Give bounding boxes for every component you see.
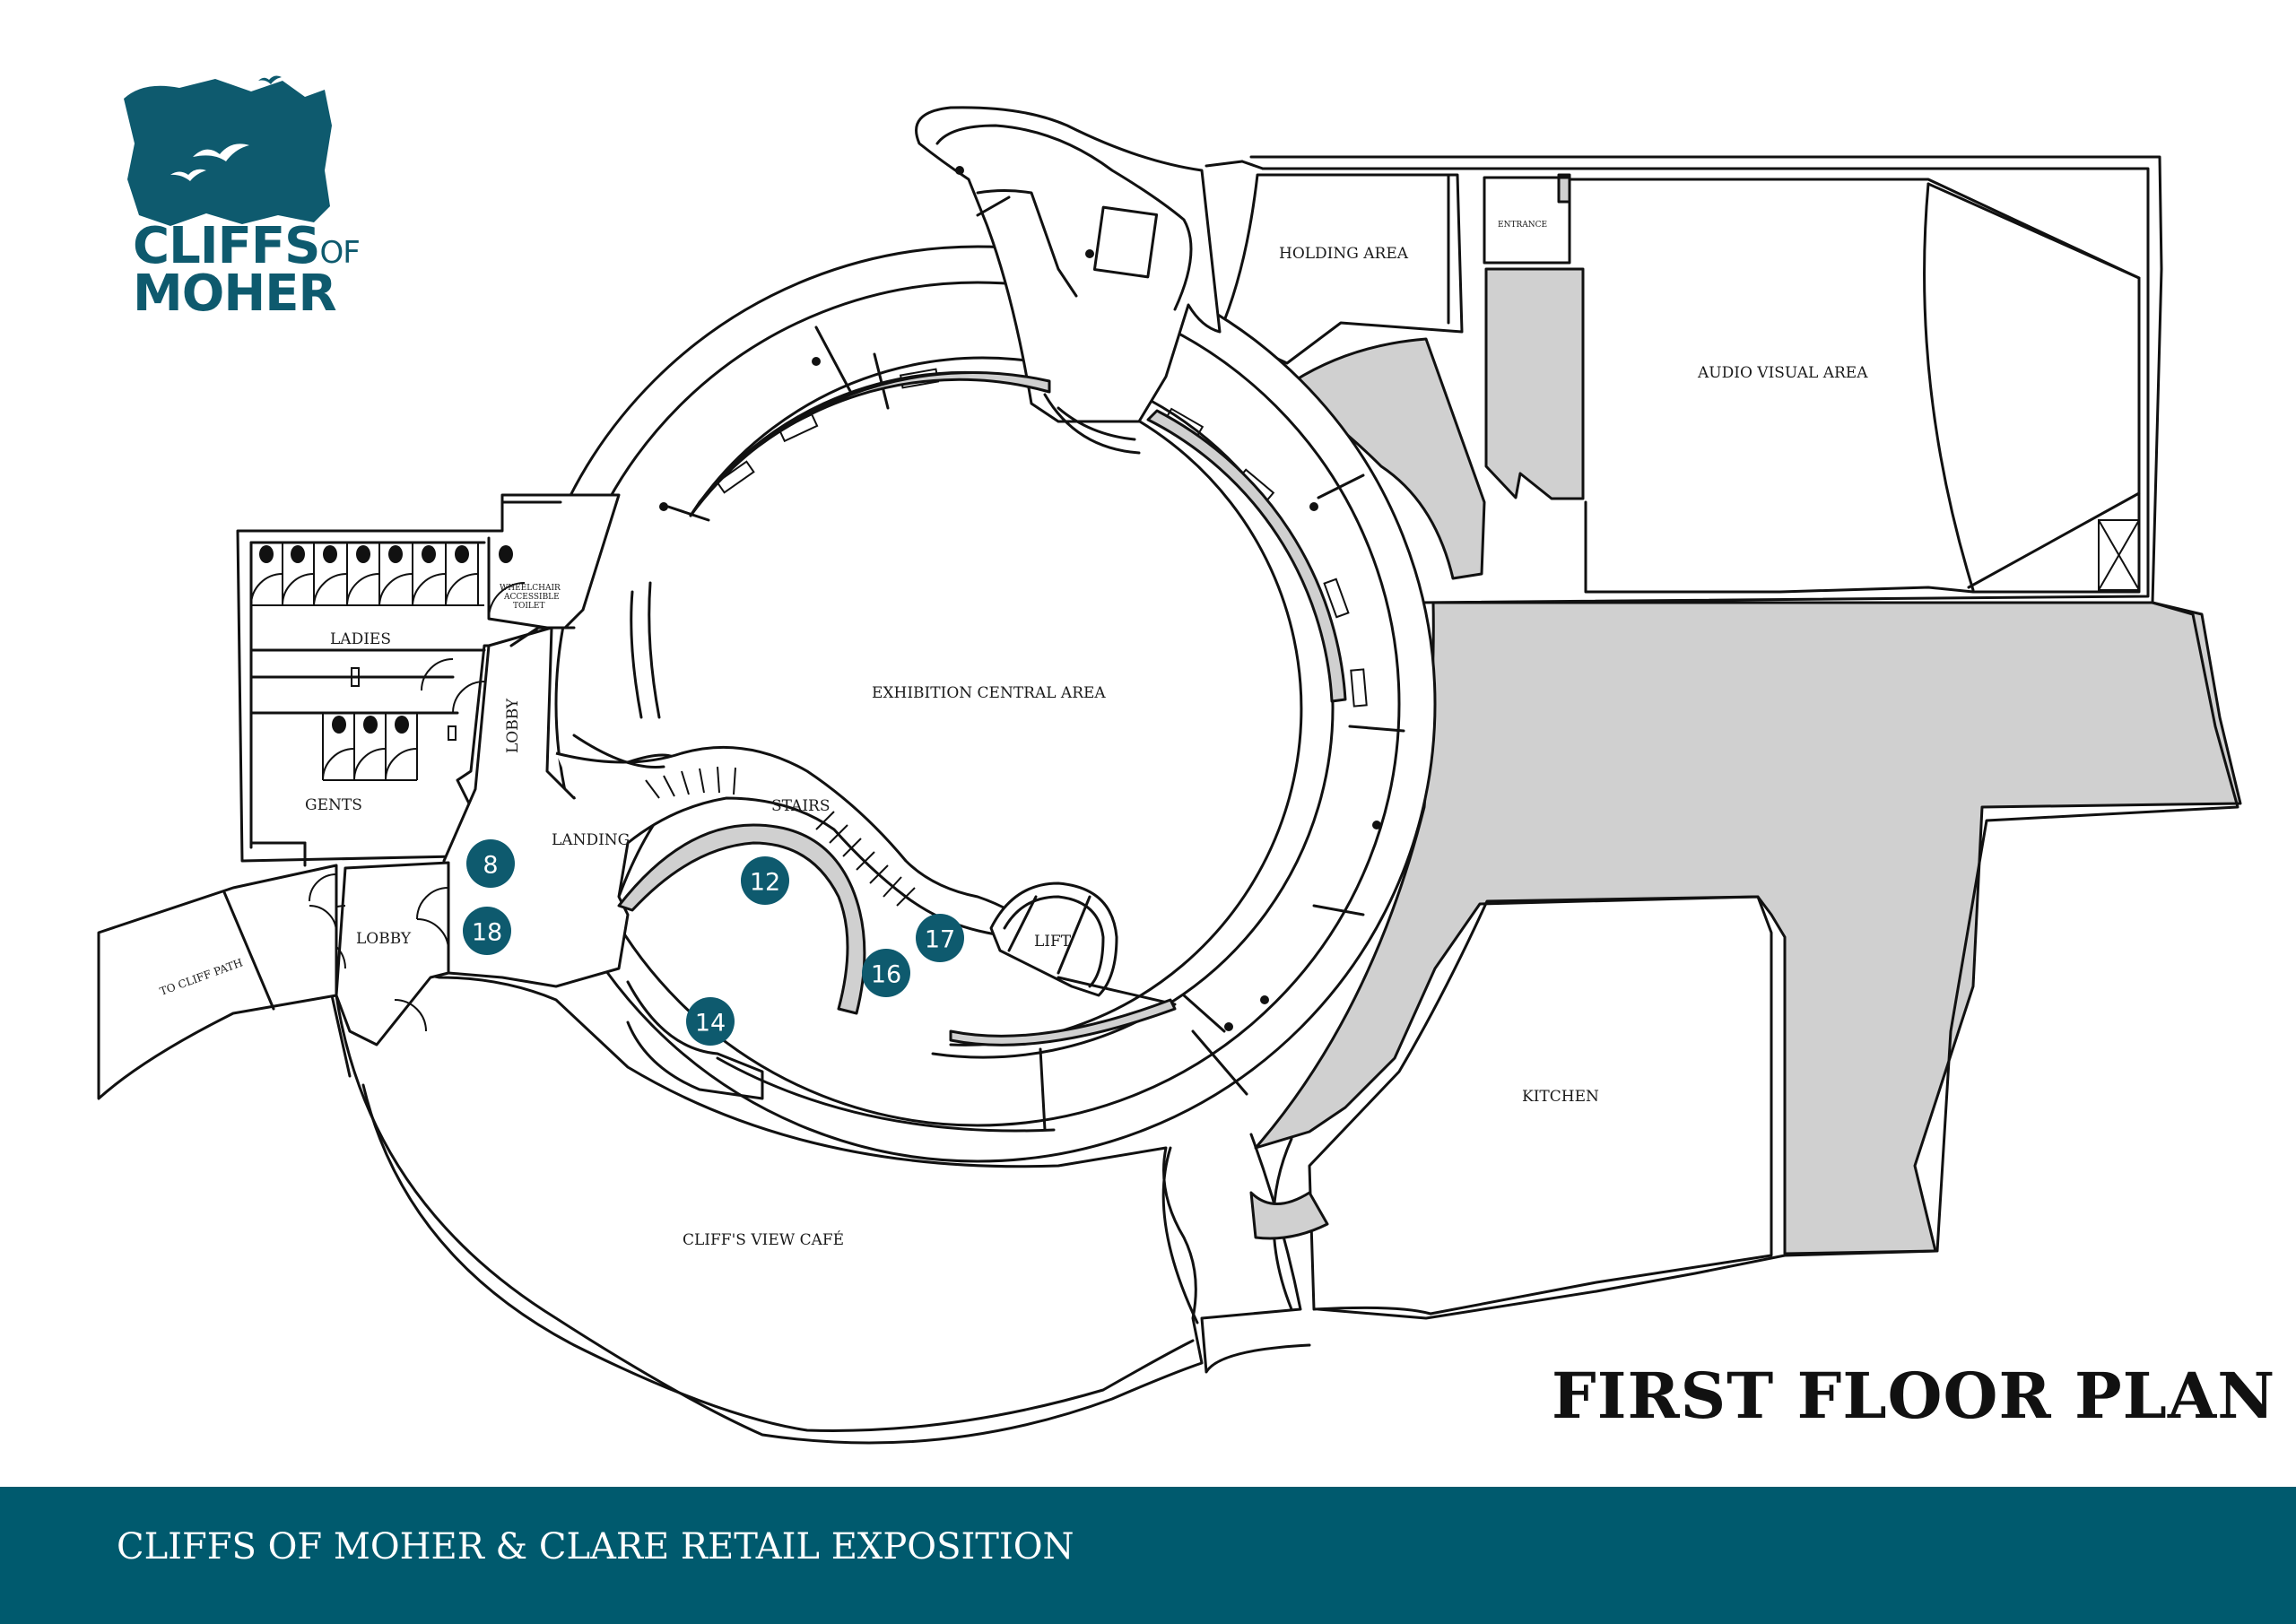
label-holding-area: HOLDING AREA [1279, 245, 1409, 263]
label-wheelchair: WHEELCHAIR [500, 584, 561, 593]
label-audio-visual-area: AUDIO VISUAL AREA [1697, 364, 1868, 382]
label-cafe: CLIFF'S VIEW CAFÉ [683, 1230, 844, 1249]
label-lobby-vertical: LOBBY [504, 698, 522, 753]
label-entrance: ENTRANCE [1498, 221, 1547, 230]
exhibition-mid-ring [554, 281, 1401, 1127]
door-pivots [659, 166, 1381, 1031]
exhibit-marker-17[interactable]: 17 [916, 914, 964, 962]
brand-name-cliffs: CLIFFS [133, 217, 320, 275]
floor-plan-map: HOLDING AREA ENTRANCE AUDIO VISUAL AREA … [97, 106, 2242, 1445]
cafe-inner-wall [361, 1083, 1195, 1432]
av-screen-arc [1923, 182, 1975, 592]
label-landing: LANDING [552, 831, 630, 849]
marker-12-number: 12 [750, 869, 780, 897]
footer-text: CLIFFS OF MOHER & CLARE RETAIL EXPOSITIO… [117, 1526, 1074, 1568]
brand-name-moher: MOHER [133, 265, 337, 324]
entrance-box [1483, 176, 1571, 265]
label-gents: GENTS [305, 796, 362, 814]
label-stairs: STAIRS [771, 797, 831, 815]
gents-cubicles [322, 713, 418, 781]
service-zone-riser [1484, 267, 1585, 500]
exhibit-marker-14[interactable]: 14 [686, 997, 735, 1046]
kitchen-room [1308, 895, 1773, 1316]
west-lobby [335, 861, 450, 1046]
cliff-path [97, 864, 338, 1100]
marker-18-number: 18 [472, 919, 502, 947]
lift [989, 881, 1118, 997]
holding-area-room [1218, 173, 1464, 365]
footer-bar: CLIFFS OF MOHER & CLARE RETAIL EXPOSITIO… [0, 1487, 2296, 1624]
cafe-outer-wall [335, 967, 1204, 1445]
exhibit-marker-16[interactable]: 16 [862, 949, 910, 997]
east-wing-inner [1261, 167, 2150, 604]
audio-visual-room [1566, 178, 2141, 594]
label-accessible: ACCESSIBLE [503, 593, 560, 602]
stairs-treads [645, 766, 916, 907]
exhibit-marker-12[interactable]: 12 [741, 856, 789, 905]
east-wing-shell [1249, 155, 2239, 1320]
label-ladies: LADIES [330, 630, 391, 648]
label-lobby: LOBBY [356, 930, 412, 948]
marker-16-number: 16 [871, 961, 901, 989]
label-lift: LIFT [1034, 933, 1072, 951]
label-kitchen: KITCHEN [1522, 1088, 1599, 1106]
marker-14-number: 14 [695, 1010, 726, 1038]
brand-name-of: OF [319, 235, 360, 271]
exhibit-marker-18[interactable]: 18 [463, 907, 511, 955]
marker-8-number: 8 [483, 852, 498, 880]
cafe-east-connector [1200, 1133, 1311, 1374]
label-exhibition-central-area: EXHIBITION CENTRAL AREA [872, 684, 1106, 702]
north-tower [915, 106, 1222, 423]
ladies-cubicles [250, 543, 513, 606]
marker-17-number: 17 [925, 926, 955, 954]
cliffs-logo-icon [124, 75, 332, 226]
brand-wordmark: CLIFFSOF MOHER [133, 221, 361, 324]
exhibition-inner-wall [698, 370, 1303, 1046]
label-toilet: TOILET [513, 602, 545, 611]
page-title: FIRST FLOOR PLAN [1552, 1359, 2276, 1433]
exhibit-marker-8[interactable]: 8 [466, 839, 515, 888]
